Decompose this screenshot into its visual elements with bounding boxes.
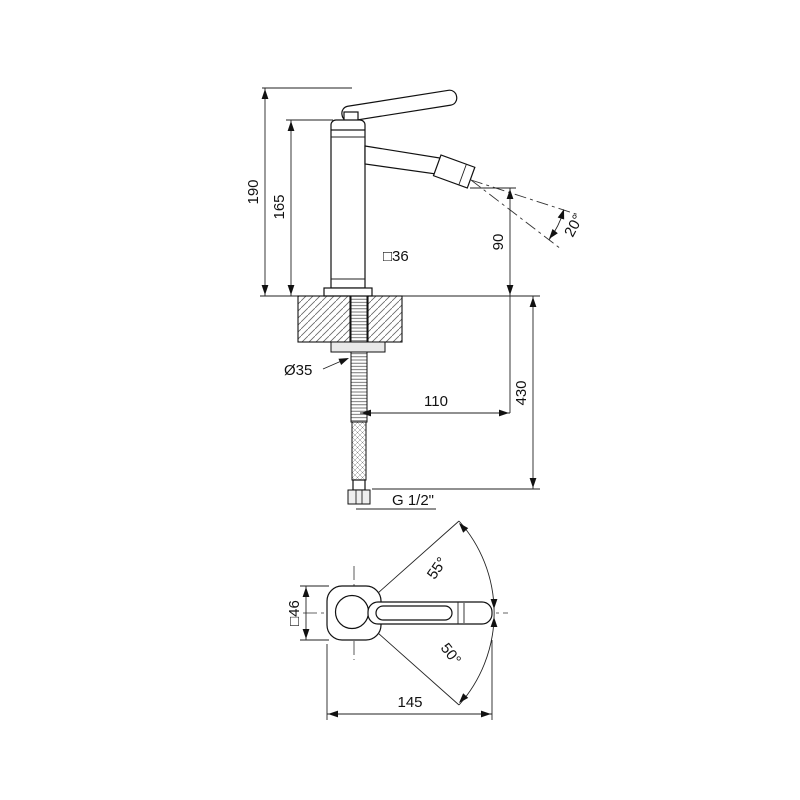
faucet-top-profile: [326, 585, 493, 641]
mount-hole-dim: Ø35: [284, 358, 349, 379]
arrowhead: [490, 599, 498, 609]
thread-label: G 1/2": [392, 492, 434, 509]
thread-dim: G 1/2": [356, 492, 436, 510]
spout-reach-label: 110: [424, 393, 448, 410]
arrowhead: [490, 617, 498, 627]
swivel-arc: [458, 520, 495, 706]
arrowhead: [459, 693, 469, 703]
arrowhead: [557, 209, 565, 220]
spout: [364, 145, 447, 176]
threaded-shank: [350, 295, 368, 423]
lever-handle-shape: [341, 89, 458, 122]
arrowhead: [506, 189, 514, 199]
arrowhead: [361, 409, 371, 417]
total-height-dim: 190: [245, 87, 352, 296]
swivel-up-label: 55°: [424, 554, 451, 582]
under-counter-label: 430: [513, 380, 530, 405]
spout-reach-dim: 110: [360, 393, 510, 417]
flex-hose: [351, 421, 367, 481]
arrowhead: [459, 523, 469, 533]
hose-nut: [347, 489, 371, 505]
base-flange: [323, 287, 373, 297]
spout-height-label: 90: [490, 234, 507, 251]
body-square-label: □36: [383, 248, 409, 265]
arrowhead: [549, 229, 558, 239]
arrowhead: [287, 121, 295, 131]
stream-angle-dim: 20°: [470, 179, 587, 250]
under-counter-dim: 430: [372, 296, 540, 490]
arrowhead: [529, 478, 537, 488]
arrowhead: [302, 587, 310, 597]
total-length-dim: 145: [326, 640, 493, 720]
side-view: 20° 190 165 □36 90: [245, 87, 587, 510]
arrowhead: [481, 710, 491, 718]
arrowhead: [302, 629, 310, 639]
body-height-dim: 165: [271, 119, 333, 296]
lever-handle: [341, 89, 458, 122]
top-view: 55° 50° □46 145: [286, 520, 508, 720]
aerator-shape: [432, 154, 476, 189]
faucet-side-profile: [323, 89, 476, 297]
arrowhead: [287, 285, 295, 295]
arrowhead: [338, 358, 349, 366]
body-square-top-label: □46: [286, 600, 303, 626]
total-height-label: 190: [245, 179, 262, 204]
hose-ferrule: [352, 479, 366, 491]
aerator: [432, 154, 476, 189]
arrowhead: [261, 285, 269, 295]
arrowhead: [328, 710, 338, 718]
spout-height-dim: 90: [470, 187, 516, 413]
total-length-label: 145: [397, 694, 422, 711]
counter-slab-left: [297, 295, 351, 343]
mounting-section: [260, 295, 540, 505]
swivel-lower-limit-line: [377, 632, 460, 706]
aerator-facet: [458, 164, 467, 186]
arrowhead: [529, 297, 537, 307]
stream-axis-line: [470, 179, 580, 216]
stream-limit-line: [470, 179, 562, 250]
mounting-washer: [330, 341, 386, 353]
body-square-dim: □46: [286, 585, 329, 641]
swivel-down-label: 50°: [437, 640, 464, 668]
arrowhead: [499, 409, 509, 417]
mount-hole-label: Ø35: [284, 362, 312, 379]
body-height-label: 165: [271, 194, 288, 219]
arrowhead: [261, 89, 269, 99]
faucet-body: [330, 129, 366, 289]
lever-top-outline: [367, 601, 493, 625]
arrowhead: [506, 285, 514, 295]
lever-top-inner: [375, 605, 453, 621]
counter-slab-right: [367, 295, 403, 343]
stream-angle-label: 20°: [561, 212, 587, 240]
swivel-upper-limit-line: [377, 520, 460, 594]
